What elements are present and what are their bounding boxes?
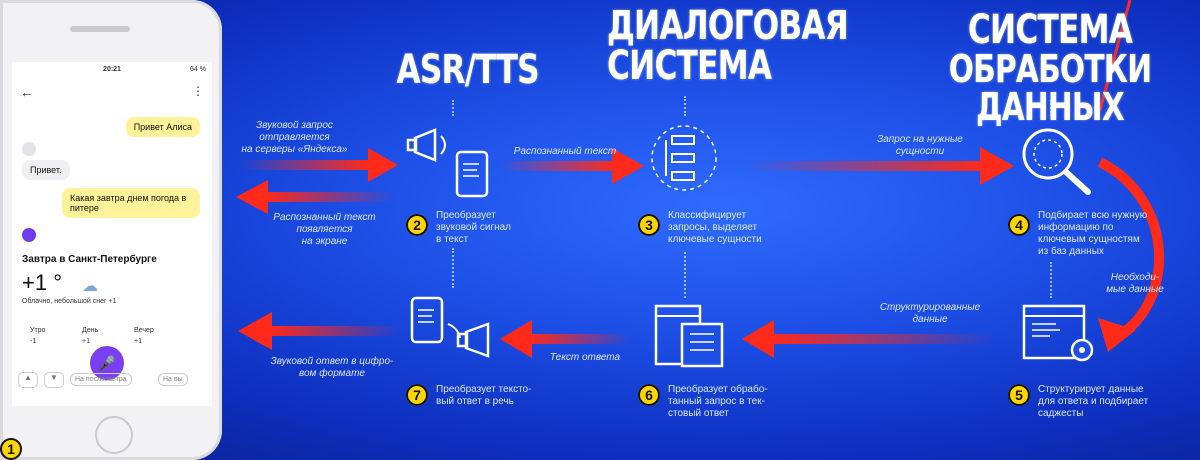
arrow-to-server [240, 148, 398, 182]
heading-data-2: обработки данных [948, 47, 1152, 129]
phone-screen: 20:21 64 % ← ⋮ Привет Алиса Привет. Кака… [12, 62, 212, 406]
step-badge-2: 2 [406, 214, 428, 236]
thumbs-down-icon[interactable]: ▼ [44, 372, 64, 388]
back-arrow-icon[interactable]: ← [20, 84, 34, 100]
suggest-chip-1[interactable]: На послезавтра [70, 373, 132, 386]
step-desc-6: Преобразует обрабо-танный запрос в тек-с… [668, 384, 768, 419]
weather-title: Завтра в Санкт-Петербурге [22, 254, 157, 265]
user-message-1: Привет Алиса [125, 117, 200, 137]
heading-data-1: Система [967, 7, 1133, 53]
step-desc-7: Преобразует тексто-вый ответ в речь [436, 384, 532, 407]
period-morning: Утро [30, 327, 46, 334]
status-time: 20:21 [103, 66, 121, 73]
arrow-curve-down [1097, 157, 1164, 352]
phone-megaphone-icon [410, 296, 490, 358]
suggest-chip-2[interactable]: На вы [158, 373, 188, 386]
dotted-connector [684, 252, 686, 298]
thumbs-up-icon[interactable]: ▲ [18, 372, 38, 388]
arrow-structured [742, 320, 995, 358]
label-voice-answer: Звуковой ответ в цифро-вом формате [270, 356, 394, 379]
heading-dialog-2: система [607, 43, 772, 89]
alice-avatar-icon [22, 142, 36, 156]
corner-red-line [1098, 0, 1132, 111]
dotted-connector [452, 248, 454, 288]
microphone-button[interactable]: 🎤 [90, 346, 124, 380]
label-answer-text: Текст ответа [549, 352, 621, 363]
step-badge-7: 7 [406, 384, 428, 406]
heading-asr-tts: ASR/TTS [396, 47, 540, 93]
period-evening-value: +1 [134, 338, 142, 345]
snow-cloud-icon: ☁ [82, 278, 98, 295]
alice-logo-icon [22, 228, 36, 242]
phone-speaker [70, 26, 130, 32]
more-menu-icon[interactable]: ⋮ [192, 84, 204, 98]
document-icon [654, 304, 724, 368]
alice-message-1: Привет. [22, 160, 70, 180]
period-evening: Вечер [134, 327, 154, 334]
heading-dialog-1: Диалоговая [607, 3, 849, 49]
megaphone-phone-icon [406, 128, 489, 198]
step-badge-3: 3 [638, 214, 660, 236]
dotted-connector [1050, 100, 1052, 116]
phone-mockup: 20:21 64 % ← ⋮ Привет Алиса Привет. Кака… [0, 0, 222, 460]
arrow-answer [500, 320, 630, 358]
period-day: День [82, 327, 99, 334]
period-day-value: +1 [82, 338, 90, 345]
step-badge-6: 6 [638, 384, 660, 406]
step-badge-4: 4 [1008, 214, 1030, 236]
weather-desc: Облачно, небольшой снег +1 [22, 298, 117, 305]
user-message-2: Какая завтра днем погода в питере [62, 188, 200, 218]
home-button[interactable] [95, 416, 133, 454]
arrow-voice [238, 312, 400, 350]
label-needed-data: Необходи-мые данные [1106, 272, 1164, 295]
status-battery: 64 % [190, 66, 206, 73]
arrow-to-screen [236, 180, 395, 214]
arrow-to-data [745, 147, 1014, 185]
dotted-connector [684, 96, 686, 116]
period-morning-value: -1 [30, 338, 37, 345]
code-window-icon [1022, 304, 1094, 362]
arrow-to-dialog [500, 148, 644, 184]
dotted-connector [452, 100, 454, 116]
magnifier-icon [1022, 128, 1091, 195]
weather-temp: +1 ° [22, 270, 62, 295]
flowchart-icon [651, 125, 717, 191]
dotted-connector [1050, 262, 1052, 298]
step-badge-5: 5 [1008, 384, 1030, 406]
label-recognized-text: Распознанный текст [513, 146, 617, 157]
step-badge-1: 1 [0, 438, 22, 460]
